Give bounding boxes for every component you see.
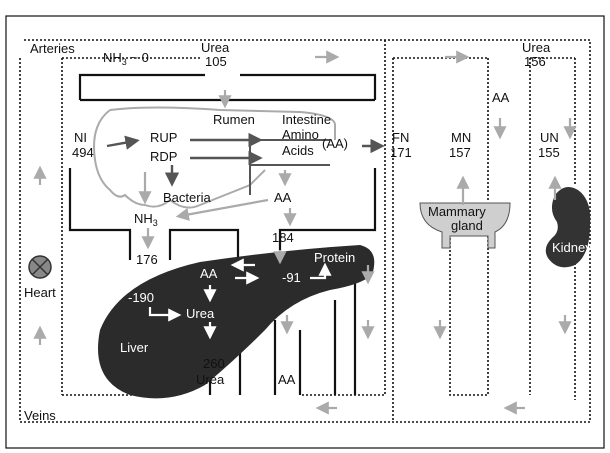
label-aa-paren: (AA): [322, 136, 348, 151]
label-rdp: RDP: [150, 149, 177, 164]
label-veins: Veins: [24, 408, 56, 423]
label-mammary: Mammary: [428, 204, 486, 219]
label-nh3-mid: NH3: [134, 211, 158, 228]
label-rumen: Rumen: [213, 112, 255, 127]
value-un: 155: [538, 145, 560, 160]
label-kidney: Kidney: [552, 240, 592, 255]
value-ni: 494: [72, 145, 94, 160]
value-urea-right: 156: [524, 54, 546, 69]
label-liver: Liver: [120, 340, 149, 355]
value-neg190: -190: [128, 290, 154, 305]
label-aa-rumen: AA: [274, 190, 292, 205]
label-heart: Heart: [24, 285, 56, 300]
label-aa-mammary: AA: [492, 90, 510, 105]
label-protein: Protein: [314, 250, 355, 265]
value-176: 176: [136, 252, 158, 267]
label-nh3-top: NH3 ~ 0: [103, 50, 149, 67]
label-fn: FN: [392, 130, 409, 145]
label-ni: NI: [74, 130, 87, 145]
label-acids: Acids: [282, 143, 314, 158]
value-260: 260: [203, 356, 225, 371]
label-arteries: Arteries: [30, 41, 75, 56]
label-gland: gland: [451, 218, 483, 233]
value-urea-top: 105: [205, 54, 227, 69]
label-aa-liver: AA: [200, 266, 218, 281]
label-urea-bottom: Urea: [196, 372, 225, 387]
value-fn: 171: [390, 145, 412, 160]
label-urea-top: Urea: [201, 40, 230, 55]
liver-shape: [98, 245, 374, 398]
label-mn: MN: [451, 130, 471, 145]
label-urea-right: Urea: [522, 40, 551, 55]
label-rup: RUP: [150, 130, 177, 145]
heart-icon: [29, 256, 51, 278]
label-bacteria: Bacteria: [163, 190, 211, 205]
label-amino: Amino: [282, 127, 319, 142]
label-urea-liver: Urea: [186, 306, 215, 321]
figure-frame: [6, 16, 604, 448]
value-mn: 157: [449, 145, 471, 160]
label-intestine: Intestine: [282, 112, 331, 127]
kidney-icon: [546, 187, 591, 267]
label-un: UN: [540, 130, 559, 145]
value-neg91: -91: [282, 270, 301, 285]
label-aa-bottom: AA: [278, 372, 296, 387]
value-184: 184: [272, 230, 294, 245]
